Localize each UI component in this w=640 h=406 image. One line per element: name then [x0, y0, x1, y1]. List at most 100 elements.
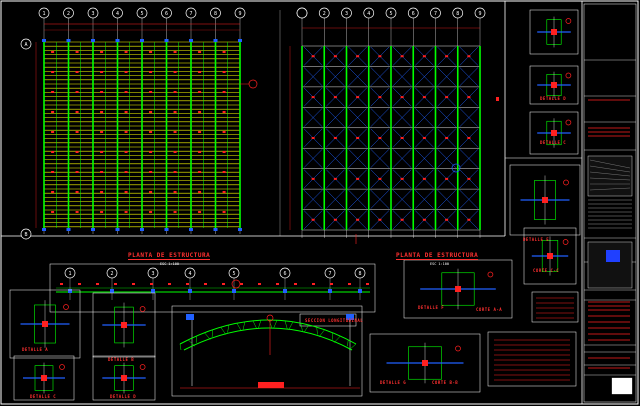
detail-e-bolt — [542, 197, 548, 203]
plan2-tag — [400, 218, 404, 221]
plan1-tag — [198, 151, 202, 153]
section-tag — [330, 283, 333, 285]
arch-bottom-chord — [183, 327, 353, 351]
plan1-tag — [222, 151, 226, 153]
plan1-tag — [173, 71, 177, 73]
plan1-tag — [222, 171, 226, 173]
plan2-tag — [356, 137, 360, 139]
plan1-tag — [198, 71, 202, 73]
plan2-tag — [333, 55, 337, 58]
section-tag — [366, 283, 369, 285]
plan1-column-base — [213, 228, 218, 231]
plan1-tag — [173, 191, 177, 193]
section-title: SECCION LONGITUDINAL — [305, 318, 364, 323]
plan2-marker — [496, 97, 499, 101]
arch-callout — [266, 314, 274, 322]
plan2-brace — [370, 67, 390, 87]
detail-top-right-box — [529, 9, 579, 55]
plan2-brace — [370, 149, 390, 168]
arch-web — [273, 320, 278, 329]
plan2-brace — [348, 189, 367, 209]
plan1-tag — [75, 51, 79, 53]
plan2-tag — [356, 218, 360, 221]
plan2-tag — [400, 96, 404, 99]
titleblock-frame — [583, 3, 637, 403]
plan2-brace — [326, 108, 345, 127]
section-node — [232, 289, 236, 293]
plan1-tag — [51, 131, 55, 133]
section-tag — [204, 283, 207, 285]
section-axis-3-label: 3 — [151, 271, 154, 277]
plan2-axis-start-bubble — [296, 7, 308, 19]
plan1-tag — [124, 91, 128, 93]
plan1-column-base — [164, 228, 169, 231]
plan1-tag — [149, 171, 153, 173]
detail-b-bolt — [121, 322, 127, 328]
plan2-caption: ESC 1:100 — [430, 262, 449, 266]
plan2-brace — [348, 67, 367, 87]
plan2-brace — [415, 67, 434, 87]
detail-b-callout — [139, 306, 146, 312]
plan2-brace — [326, 149, 345, 168]
plan2-axis-5-label: 5 — [389, 11, 392, 17]
section-node — [151, 289, 155, 293]
plan1-column-base — [140, 228, 144, 231]
plan1-tag — [100, 51, 104, 53]
plan2-tag — [400, 137, 404, 139]
section-node — [328, 289, 332, 293]
plan2-axis-4-label: 4 — [367, 11, 370, 17]
plan1-axis-4-label: 4 — [116, 11, 119, 17]
plan1-column-cap — [164, 39, 169, 42]
plan2-tag — [400, 177, 404, 180]
plan2-brace — [303, 67, 323, 87]
plan1-tag — [100, 171, 104, 173]
plan2-tag — [422, 55, 426, 58]
detail-g-callout — [455, 345, 461, 352]
plan2-brace — [326, 189, 345, 209]
plan1-axis-5-label: 5 — [140, 11, 143, 17]
plan1-tag — [149, 51, 153, 53]
detail-d-bolt — [121, 375, 127, 381]
plan1-tag — [149, 191, 153, 193]
notes-box — [487, 331, 577, 387]
detail-top-right-bolt — [551, 29, 557, 35]
plan2-brace — [326, 67, 345, 87]
arch-web — [333, 335, 341, 343]
plan2-brace — [370, 108, 390, 127]
arch-web — [347, 339, 349, 347]
plan1-tag — [100, 111, 104, 113]
plan1-tag — [222, 51, 226, 53]
plan2-axis-9-label: 9 — [478, 11, 481, 17]
section-title-box — [299, 313, 357, 327]
plan2-tag — [311, 96, 315, 99]
plan2-axis-7-label: 7 — [434, 11, 437, 17]
plan1-tag — [75, 71, 79, 73]
plan2-axis-8-label: 8 — [456, 11, 459, 17]
plan2-brace — [303, 189, 323, 209]
plan1-axis-2-label: 2 — [67, 11, 70, 17]
plan1-column-base — [238, 228, 242, 231]
plan2-tag — [333, 177, 337, 180]
location-map-highlight — [606, 250, 620, 262]
plan1-tag — [51, 171, 55, 173]
plan2-tag — [378, 177, 382, 180]
detail-c-box — [13, 355, 75, 401]
plan2-brace — [459, 149, 479, 168]
plan1-tag — [124, 111, 128, 113]
arch-support-right — [346, 314, 354, 320]
plan2-brace — [437, 189, 456, 209]
plan1-tag — [198, 171, 202, 173]
detail-d-box — [92, 355, 156, 401]
section-node — [358, 289, 362, 293]
detail-right-3-callout — [565, 119, 572, 126]
detail-top-right-callout — [565, 18, 572, 24]
section-axis-4-label: 4 — [188, 271, 191, 277]
section-node — [283, 289, 287, 293]
arch-web — [268, 319, 273, 329]
section-tag — [294, 283, 297, 285]
plan2-tag — [445, 177, 449, 180]
plan1-column-cap — [42, 39, 46, 42]
